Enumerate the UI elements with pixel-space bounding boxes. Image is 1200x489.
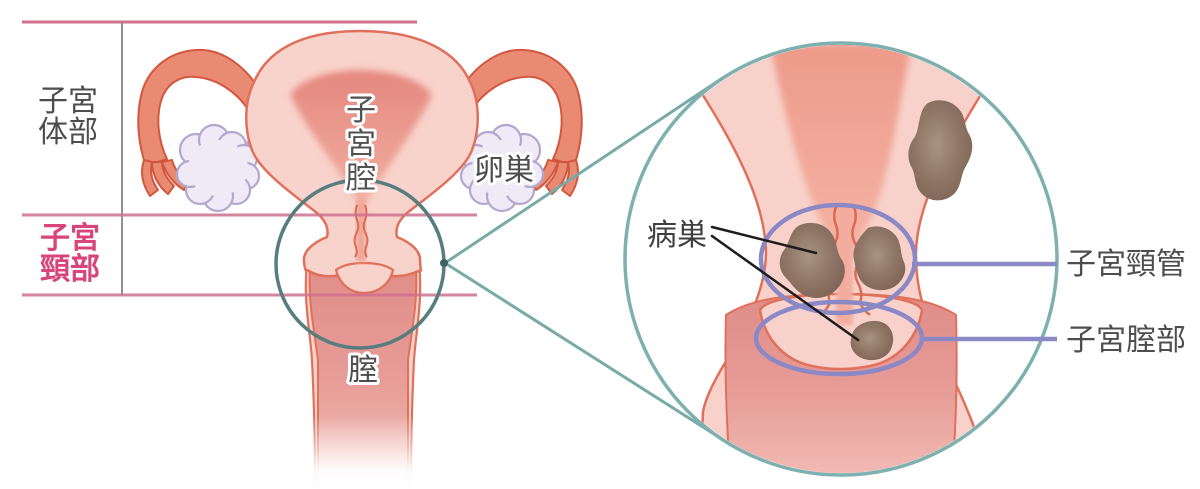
bracket-lines-under (22, 20, 417, 295)
magnifier-cone-line-lower (444, 261, 726, 443)
label-vaginal-portion: 子宮腟部 (1066, 324, 1186, 357)
uterine-cavity-shading (290, 70, 432, 213)
lesion-callout-line-1 (710, 225, 818, 255)
label-uterine-cavity-char2: 宮 (346, 128, 376, 161)
label-uterine-body-line2: 体部 (38, 116, 98, 149)
magnifier-cone-vertex-dot (440, 259, 448, 267)
magnifier-cone-line-upper (444, 77, 722, 265)
label-cervix-region: 子宮 (40, 222, 100, 255)
uterine-canal-column (770, 45, 912, 258)
lesion-callout-line-2 (710, 234, 860, 342)
ovary-left (175, 111, 269, 213)
vagina-fade (275, 415, 450, 489)
label-uterine-cavity-char1: 子 (346, 94, 376, 127)
label-uterine-body: 子宮 (38, 85, 98, 118)
ovary-right (451, 111, 545, 213)
label-vagina: 腟 (348, 354, 378, 387)
lesion-canal-left (779, 222, 845, 298)
magnified-view (623, 41, 1059, 477)
lesion-region-ellipse-canal (758, 202, 918, 316)
uterus-illustration (137, 29, 583, 489)
label-lesion: 病巣 (647, 219, 707, 252)
magnifier-circle (623, 41, 1059, 477)
lesion-portio (850, 320, 894, 361)
label-ovary: 卵巣 (474, 154, 534, 187)
label-uterine-cavity-char3: 腔 (346, 162, 376, 195)
cervical-canal-small (353, 200, 369, 262)
label-cervix-region-line2: 頸部 (40, 252, 100, 286)
portio-dome (334, 261, 395, 295)
label-cervical-canal: 子宮頸管 (1066, 248, 1186, 281)
lesion-canal-right (853, 226, 906, 291)
lesion-wall-upper-right (908, 100, 973, 201)
